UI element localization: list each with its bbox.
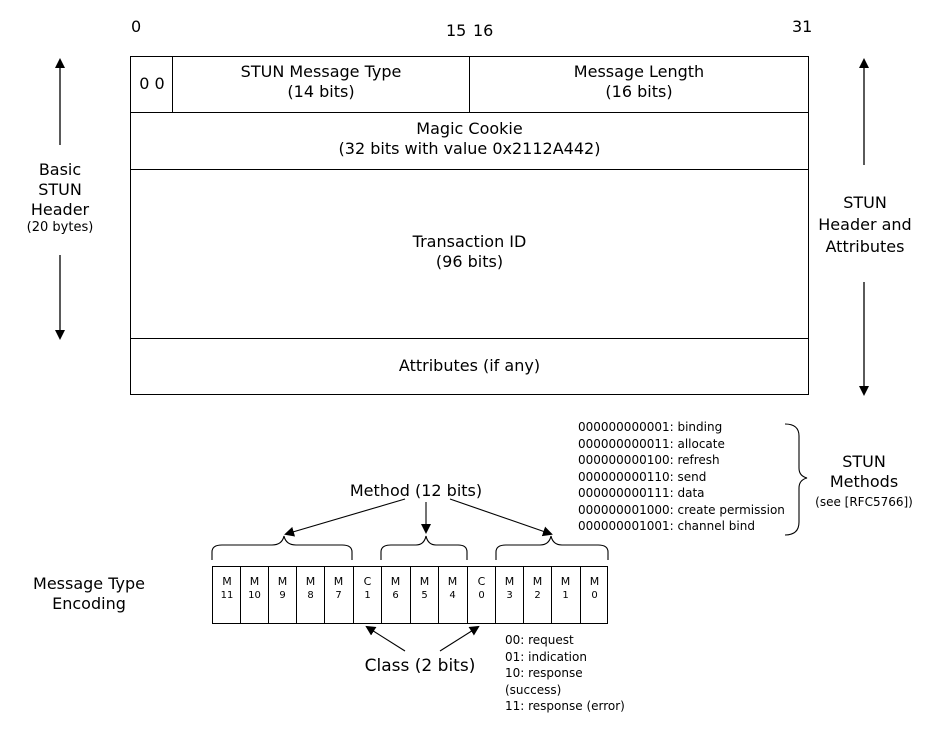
- basic-header-l1: Basic: [38, 160, 82, 179]
- basic-header-label: Basic STUN Header (20 bytes): [10, 160, 110, 237]
- method-bit-braces: [211, 535, 609, 560]
- encoding-label: Message Type Encoding: [20, 574, 158, 614]
- method-item: 000000000110: send: [578, 469, 707, 484]
- attributes-cell: Attributes (if any): [398, 356, 541, 375]
- stun-methods-l2: Methods: [829, 472, 899, 491]
- class-value-item: 10: response: [505, 666, 583, 680]
- class-value-item: 11: response (error): [505, 699, 625, 713]
- transaction-id-sub: (96 bits): [435, 252, 504, 271]
- method-item: 000000000111: data: [578, 486, 705, 500]
- stun-attributes-l2: Header and: [818, 215, 912, 234]
- class-values-list: 00: request 01: indication 10: response …: [505, 632, 655, 715]
- msg-length-title: Message Length: [573, 62, 705, 81]
- magic-cookie-cell: Magic Cookie (32 bits with value 0x2112A…: [131, 119, 808, 159]
- class-value-item: 00: request: [505, 633, 574, 647]
- method-item: 000000000011: allocate: [578, 436, 725, 451]
- stun-methods-label: STUN Methods (see [RFC5766]): [808, 452, 920, 511]
- msg-type-sub: (14 bits): [287, 82, 355, 101]
- msg-type-title: STUN Message Type: [240, 62, 402, 81]
- class-value-item: (success): [505, 682, 562, 697]
- basic-header-l2: STUN: [38, 180, 82, 199]
- bit-marker-16: 16: [473, 21, 494, 40]
- magic-cookie-title: Magic Cookie: [416, 119, 523, 138]
- encoding-l2: Encoding: [52, 594, 126, 613]
- magic-cookie-sub: (32 bits with value 0x2112A442): [338, 139, 601, 158]
- methods-list: 000000000001: binding 000000000011: allo…: [578, 419, 803, 535]
- class-caption: Class (2 bits): [364, 656, 476, 676]
- msg-length-sub: (16 bits): [605, 82, 673, 101]
- method-item: 000000001001: channel bind: [578, 519, 755, 533]
- stun-attributes-l3: Attributes: [825, 237, 905, 256]
- method-item: 000000000100: refresh: [578, 453, 720, 467]
- method-item: 000000000001: binding: [578, 420, 723, 434]
- basic-header-l4: (20 bytes): [26, 220, 94, 235]
- method-caption: Method (12 bits): [349, 481, 483, 500]
- method-arrows: [284, 498, 553, 537]
- methods-brace: [784, 423, 808, 536]
- stun-methods-l3: (see [RFC5766]): [815, 495, 913, 509]
- msg-type-cell: STUN Message Type (14 bits): [173, 62, 469, 102]
- bit-marker-0: 0: [131, 17, 142, 36]
- bit-marker-31: 31: [792, 17, 813, 36]
- class-arrows: [365, 625, 480, 652]
- transaction-id-title: Transaction ID: [412, 232, 527, 251]
- stun-attributes-l1: STUN: [843, 193, 887, 212]
- msg-length-cell: Message Length (16 bits): [470, 62, 808, 102]
- transaction-id-cell: Transaction ID (96 bits): [131, 232, 808, 272]
- class-value-item: 01: indication: [505, 649, 587, 664]
- header-table: [130, 56, 809, 395]
- encoding-l1: Message Type: [33, 574, 145, 593]
- stun-methods-l1: STUN: [842, 452, 886, 471]
- basic-header-l3: Header: [30, 200, 90, 219]
- method-item: 000000001000: create permission: [578, 502, 785, 517]
- bit-marker-15: 15: [446, 21, 467, 40]
- stun-attributes-label: STUN Header and Attributes: [810, 192, 920, 258]
- zero-bits-cell: 0 0: [139, 74, 165, 93]
